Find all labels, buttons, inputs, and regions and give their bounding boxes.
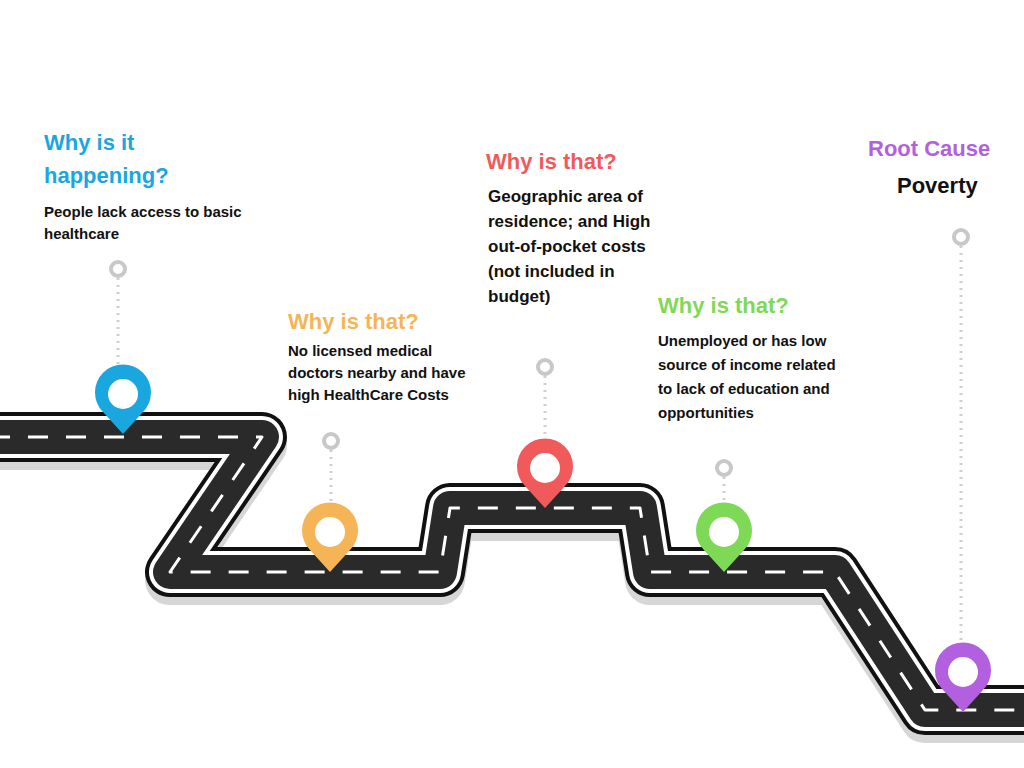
step-heading: Why is that?: [486, 145, 686, 178]
step-description: People lack access to basic healthcare: [44, 201, 259, 245]
step-description: Unemployed or has low source of income r…: [658, 329, 840, 425]
leader-line: [723, 477, 726, 506]
leader-ring: [111, 262, 125, 276]
leader-ring: [538, 360, 552, 374]
step-heading: Why is that?: [658, 289, 858, 322]
leader-ring: [324, 434, 338, 448]
leader-ring: [717, 461, 731, 475]
map-pin: [302, 502, 358, 572]
pin-center: [315, 517, 345, 547]
pin-center: [108, 379, 138, 409]
leader-line: [544, 376, 547, 442]
step-heading: Why is that?: [288, 305, 488, 338]
leader-line: [330, 450, 333, 506]
step-description: No licensed medical doctors nearby and h…: [288, 340, 483, 406]
map-pin: [935, 642, 991, 712]
map-pin: [517, 438, 573, 508]
pin-center: [530, 453, 560, 483]
leader-ring: [954, 230, 968, 244]
road-lane-dashes: [0, 437, 1024, 710]
step-description: Geographic area of residence; and High o…: [488, 184, 660, 309]
pin-center: [709, 517, 739, 547]
road-edge: [0, 437, 1024, 710]
pin-center: [948, 657, 978, 687]
map-pin: [95, 364, 151, 434]
road-border: [0, 437, 1024, 710]
step-heading: Why is it happening?: [44, 126, 214, 192]
root-cause-value: Poverty: [897, 169, 1024, 202]
root-cause-heading: Root Cause: [868, 132, 1024, 165]
map-pin: [696, 502, 752, 572]
leader-line: [117, 278, 120, 372]
road-surface: [0, 437, 1024, 710]
leader-line: [960, 246, 963, 646]
